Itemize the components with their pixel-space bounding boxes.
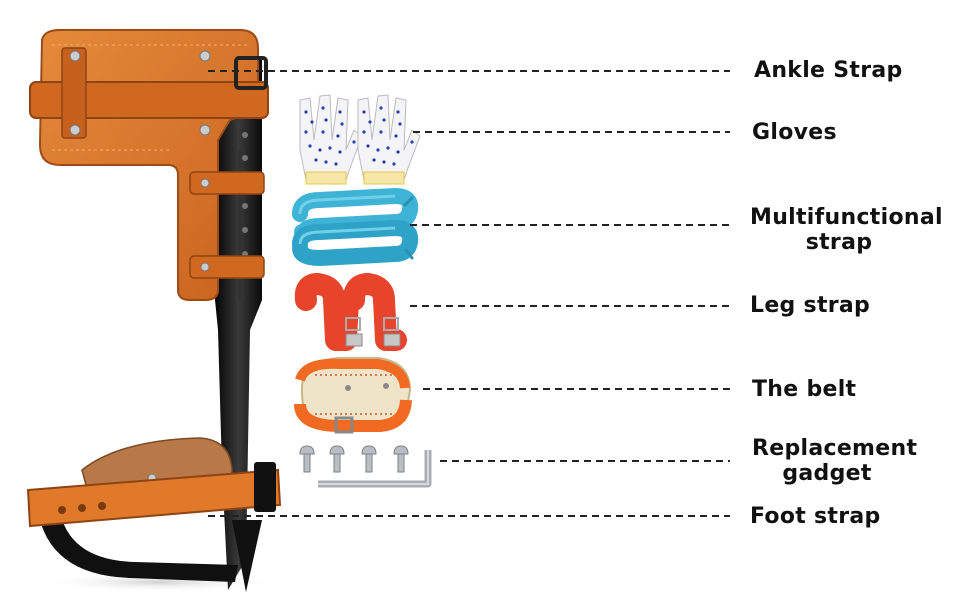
label-foot-strap: Foot strap xyxy=(750,504,881,529)
gloves-image xyxy=(299,94,421,185)
label-replacement-line2: gadget xyxy=(782,461,872,486)
label-replacement-line1: Replacement xyxy=(752,436,918,461)
leg-strap-image xyxy=(294,273,407,351)
climbing-spike xyxy=(26,29,282,592)
label-multifunctional-line1: Multifunctional xyxy=(750,205,943,230)
label-leg-strap: Leg strap xyxy=(750,293,871,318)
belt-image xyxy=(294,357,412,434)
multifunctional-strap-image xyxy=(292,187,419,267)
label-replacement-gadget: Replacement gadget xyxy=(752,436,918,486)
label-ankle-strap: Ankle Strap xyxy=(754,58,903,83)
label-gloves: Gloves xyxy=(752,120,837,145)
label-multifunctional-strap: Multifunctional strap xyxy=(750,205,943,255)
replacement-gadget-image xyxy=(299,445,432,488)
label-the-belt: The belt xyxy=(752,377,857,402)
label-multifunctional-line2: strap xyxy=(805,230,873,255)
leader-lines xyxy=(208,70,730,517)
